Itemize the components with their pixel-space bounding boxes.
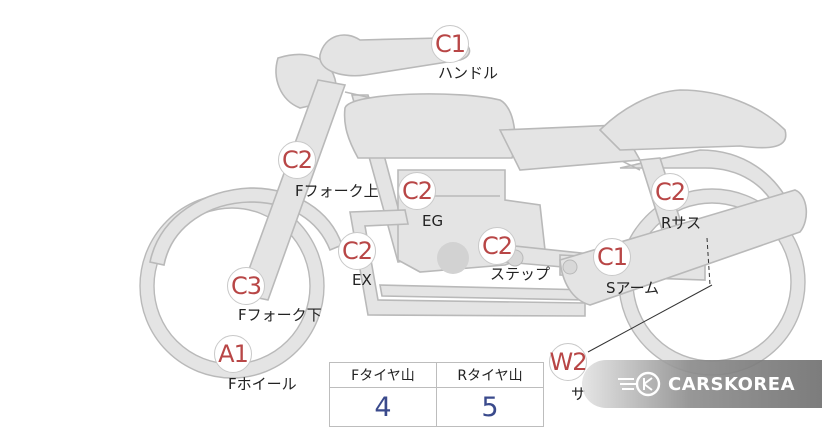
label-ffork-lower: Fフォーク下 [238, 306, 322, 324]
marker-cut: W2 [549, 343, 588, 381]
marker-eg: C2 [398, 172, 436, 210]
exhaust-pipe [349, 209, 586, 317]
label-handle: ハンドル [438, 64, 499, 82]
leader-line-cut [587, 284, 713, 353]
header-front-tread: Fタイヤ山 [329, 362, 437, 388]
marker-ex: C2 [338, 232, 376, 270]
label-sarm: Sアーム [606, 279, 660, 297]
label-eg: EG [422, 212, 444, 230]
muffler [559, 189, 808, 306]
label-ex: EX [352, 271, 372, 289]
value-front-tread: 4 [329, 387, 437, 427]
step-knob [562, 259, 578, 275]
table-value-row: 4 5 [329, 387, 544, 427]
marker-ffork-upper: C2 [278, 141, 316, 179]
carskorea-logo-icon [618, 371, 661, 397]
seat [598, 89, 787, 151]
marker-handle: C1 [431, 25, 469, 63]
front-fork [238, 79, 347, 301]
marker-ffork-lower: C3 [227, 267, 265, 305]
tire-tread-table: Fタイヤ山 Rタイヤ山 4 5 [329, 362, 544, 427]
marker-step: C2 [478, 227, 516, 265]
label-fwheel: Fホイール [228, 375, 297, 393]
marker-fwheel: A1 [214, 335, 252, 373]
watermark-text: CARSKOREA [668, 373, 795, 395]
marker-rsus: C2 [651, 173, 689, 211]
fuel-tank [343, 93, 516, 159]
exhaust-lower [379, 284, 591, 301]
header-rear-tread: Rタイヤ山 [436, 362, 544, 388]
value-rear-tread: 5 [436, 387, 544, 427]
table-header-row: Fタイヤ山 Rタイヤ山 [329, 362, 544, 388]
label-rsus: Rサス [661, 214, 702, 232]
label-ffork-upper: Fフォーク上 [295, 182, 379, 200]
engine-cover [437, 242, 469, 274]
leader-line-rsus [706, 237, 711, 286]
label-step: ステップ [490, 265, 551, 283]
carskorea-watermark: CARSKOREA [582, 360, 822, 408]
marker-sarm: C1 [593, 238, 631, 276]
